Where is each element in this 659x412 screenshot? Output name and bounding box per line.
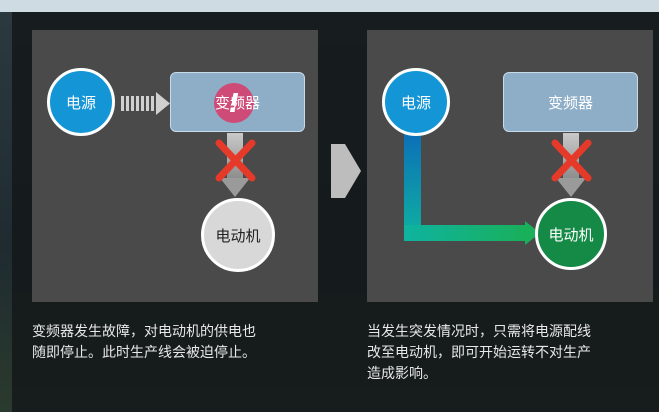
warning-icon: ! [214,83,254,123]
transition-arrow [331,144,361,198]
inverter-label: 变频器 [214,93,260,112]
svg-text:!: ! [228,89,240,119]
caption-bypass: 当发生突发情况时，只需将电源配线 改至电动机，即可开始运转不对生产 造成影响。 [367,324,591,382]
inverter-label: 变频器 [547,93,593,112]
power-label: 电源 [400,93,431,112]
motor-label: 电动机 [215,226,261,245]
inverter-node: 变频器 [503,72,638,132]
power-node: 电源 [47,68,115,136]
motor-node: 电动机 [201,198,275,272]
cross-icon [215,139,256,182]
motor-label: 电动机 [548,225,594,244]
caption-fault: 变频器发生故障，对电动机的供电也 随即停止。此时生产线会被迫停止。 [32,324,256,361]
cross-icon [551,139,592,182]
bypass-path [404,133,540,245]
power-label: 电源 [65,93,96,112]
power-node: 电源 [382,68,450,136]
motor-node: 电动机 [535,198,607,270]
supply-arrow [121,92,170,115]
